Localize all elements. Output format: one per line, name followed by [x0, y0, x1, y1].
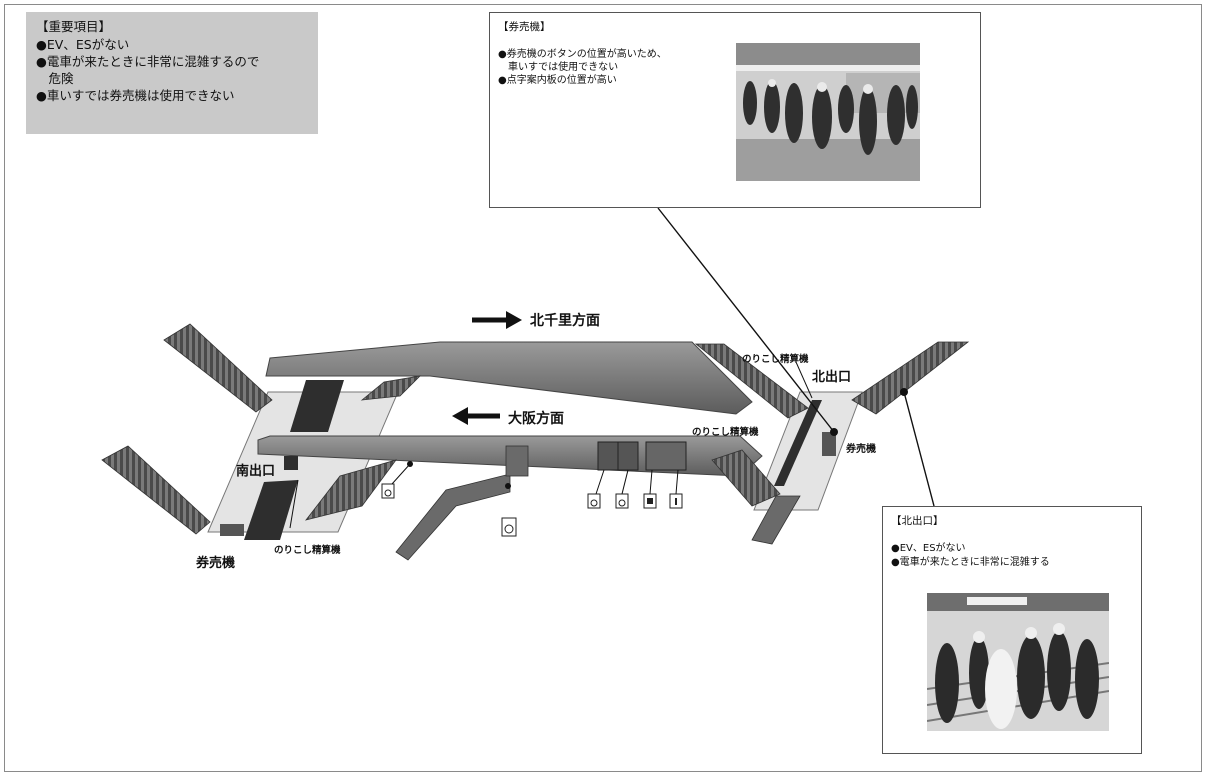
- leader-fare-adjust-top: [795, 361, 813, 399]
- important-items-title: 【重要項目】: [36, 19, 112, 34]
- wheelchair-icon: [615, 493, 629, 509]
- arrow-left-icon: [452, 407, 500, 425]
- fare-adjust-label: のりこし精算機: [692, 427, 759, 438]
- ramp-north: [751, 495, 801, 545]
- ticket-machine-block-right: [822, 432, 836, 456]
- facility-block: [597, 441, 621, 471]
- leader-fare-adjust-bottom: [289, 479, 299, 529]
- south-exit-label: 南出口: [236, 464, 276, 479]
- wheelchair-icon: [501, 517, 517, 537]
- north-exit-callout: 【北出口】 ●EV、ESがない ●電車が来たときに非常に混雑する: [882, 506, 1142, 754]
- important-items-box: 【重要項目】 ●EV、ESがない ●電車が来たときに非常に混雑するので 危険 ●…: [26, 12, 318, 134]
- leader-ticket-machine-callout: [657, 207, 835, 433]
- page-frame: [4, 4, 1202, 772]
- fare-adjust-label: のりこし精算機: [742, 354, 809, 365]
- stairs-left-lower: [101, 445, 211, 535]
- stairs-lower-mid: [304, 459, 398, 521]
- important-item: ●車いすでは券売機は使用できない: [36, 88, 235, 103]
- leader-dot: [900, 388, 908, 396]
- leader-wheelchair-1: [391, 463, 411, 485]
- elevator-shaft: [505, 445, 529, 477]
- stairs-left-upper: [163, 323, 273, 413]
- important-item: ●EV、ESがない: [36, 37, 130, 52]
- ticket-machine-label: 券売機: [846, 444, 876, 455]
- gate-block-upper: [290, 380, 344, 432]
- callout-item: ●EV、ESがない: [891, 543, 966, 554]
- north-exit-label: 北出口: [812, 370, 852, 385]
- gate-block-lower: [244, 480, 298, 540]
- callout-title: 【券売機】: [498, 21, 551, 33]
- ticket-machine-label: 券売機: [196, 556, 236, 571]
- ramp-south: [395, 473, 511, 561]
- facility-block: [645, 441, 687, 471]
- platform-upper: [265, 341, 753, 415]
- leader-facility-1: [595, 469, 605, 495]
- stairs-north-exit: [851, 341, 970, 415]
- leader-dot: [407, 461, 413, 467]
- leader-facility-4: [675, 469, 679, 495]
- fare-adjust-label: のりこし精算機: [274, 545, 341, 556]
- leader-dot: [830, 428, 838, 436]
- stairs-right-lower: [711, 449, 781, 507]
- wheelchair-icon: [381, 483, 395, 499]
- facility-block: [617, 441, 639, 471]
- leader-facility-3: [649, 469, 653, 495]
- arrow-right-icon: [472, 311, 522, 329]
- direction-osaka-label: 大阪方面: [508, 411, 564, 427]
- callout-item: ●券売機のボタンの位置が高いため、 車いすでは使用できない: [498, 49, 667, 73]
- stairs-upper-mid: [360, 375, 422, 401]
- drink-icon: [669, 493, 683, 509]
- callout-item: ●電車が来たときに非常に混雑する: [891, 557, 1050, 568]
- important-item: ●電車が来たときに非常に混雑するので 危険: [36, 54, 260, 86]
- ticket-machine-callout: 【券売機】 ●券売機のボタンの位置が高いため、 車いすでは使用できない ●点字案…: [489, 12, 981, 208]
- stairs-right-upper: [694, 343, 809, 419]
- callout-item: ●点字案内板の位置が高い: [498, 75, 617, 86]
- leader-dot: [505, 483, 511, 489]
- callout-title: 【北出口】: [891, 515, 944, 527]
- ticket-machine-block-left: [220, 524, 244, 536]
- direction-north-label: 北千里方面: [530, 313, 600, 329]
- leader-facility-2: [621, 469, 629, 495]
- ticket-machine-photo: [736, 43, 920, 181]
- north-exit-photo: [927, 593, 1109, 731]
- phone-icon: [643, 493, 657, 509]
- north-gate-line: [774, 400, 822, 486]
- gate-block-small: [284, 456, 298, 470]
- leader-north-exit-callout: [903, 391, 935, 507]
- wheelchair-icon: [587, 493, 601, 509]
